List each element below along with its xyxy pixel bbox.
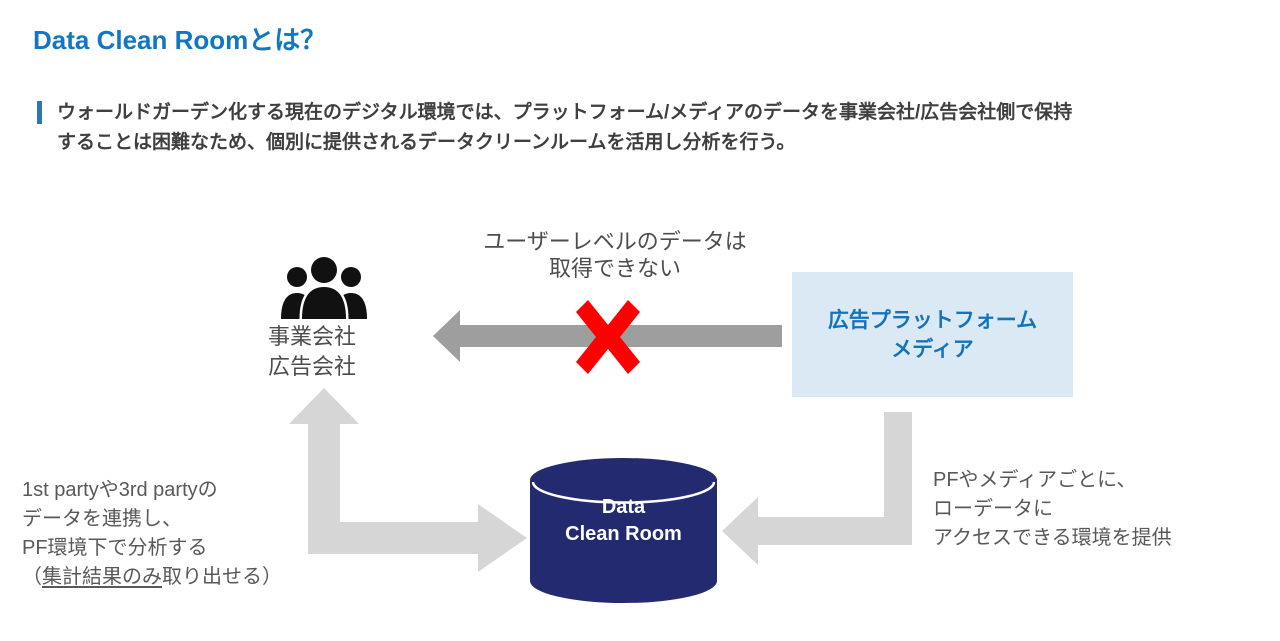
blocked-caption-line-2: 取得できない (548, 256, 681, 281)
right-note-line-1: PFやメディアごとに、 (933, 469, 1137, 491)
blocked-arrow-caption: ユーザーレベルのデータは 取得できない (440, 228, 790, 282)
right-note-line-3: アクセスできる環境を提供 (933, 527, 1172, 549)
lead-line-1: ウォールドガーデン化する現在のデジタル環境では、プラットフォーム/メディアのデー… (57, 102, 1073, 123)
dcr-cylinder-body (530, 458, 717, 603)
left-note-line-1: 1st partyや3rd partyの (22, 479, 218, 501)
companies-line-1: 事業会社 (268, 324, 357, 349)
right-note: PFやメディアごとに、 ローデータに アクセスできる環境を提供 (933, 466, 1172, 553)
blocked-caption-line-1: ユーザーレベルのデータは (483, 229, 747, 254)
companies-label: 事業会社 広告会社 (268, 322, 356, 382)
lead-text: ウォールドガーデン化する現在のデジタル環境では、プラットフォーム/メディアのデー… (57, 98, 1072, 158)
dcr-cylinder-rim (531, 481, 716, 504)
blocked-cross-icon (576, 300, 640, 374)
flow-arrow-right (722, 412, 912, 565)
blocked-cross-shape (576, 300, 640, 374)
left-note-line-3: PF環境下で分析する (22, 537, 208, 559)
right-note-line-2: ローデータに (933, 498, 1053, 520)
dcr-cylinder (530, 458, 717, 603)
people-group-icon (281, 257, 367, 320)
platform-box-line-2: メディア (891, 337, 974, 361)
left-note-line-4: （集計結果のみ取り出せる） (22, 563, 282, 592)
left-note-line-2: データを連携し、 (22, 508, 182, 530)
dcr-label: Data Clean Room (530, 494, 717, 548)
left-note-line-4-underlined: 集計結果のみ (42, 566, 162, 588)
left-note: 1st partyや3rd partyの データを連携し、 PF環境下で分析する… (22, 476, 282, 592)
flow-arrow-right-shape (722, 412, 912, 565)
page-title: Data Clean Roomとは？ (33, 25, 327, 55)
accent-bar (37, 101, 42, 124)
left-note-line-4-open: （ (22, 566, 42, 588)
platform-box-line-1: 広告プラットフォーム (827, 308, 1038, 332)
flow-arrow-left (289, 388, 527, 572)
flow-arrow-left-shape (289, 388, 527, 572)
companies-line-2: 広告会社 (268, 354, 357, 379)
dcr-label-line-2: Clean Room (565, 523, 682, 545)
lead-paragraph: ウォールドガーデン化する現在のデジタル環境では、プラットフォーム/メディアのデー… (37, 98, 1262, 158)
lead-line-2: することは困難なため、個別に提供されるデータクリーンルームを活用し分析を行う。 (57, 132, 796, 153)
dcr-label-line-1: Data (601, 496, 646, 518)
people-group-icon-shapes (281, 257, 367, 320)
left-note-line-4-rest: 取り出せる） (162, 566, 282, 588)
platform-media-box: 広告プラットフォーム メディア (792, 272, 1073, 397)
